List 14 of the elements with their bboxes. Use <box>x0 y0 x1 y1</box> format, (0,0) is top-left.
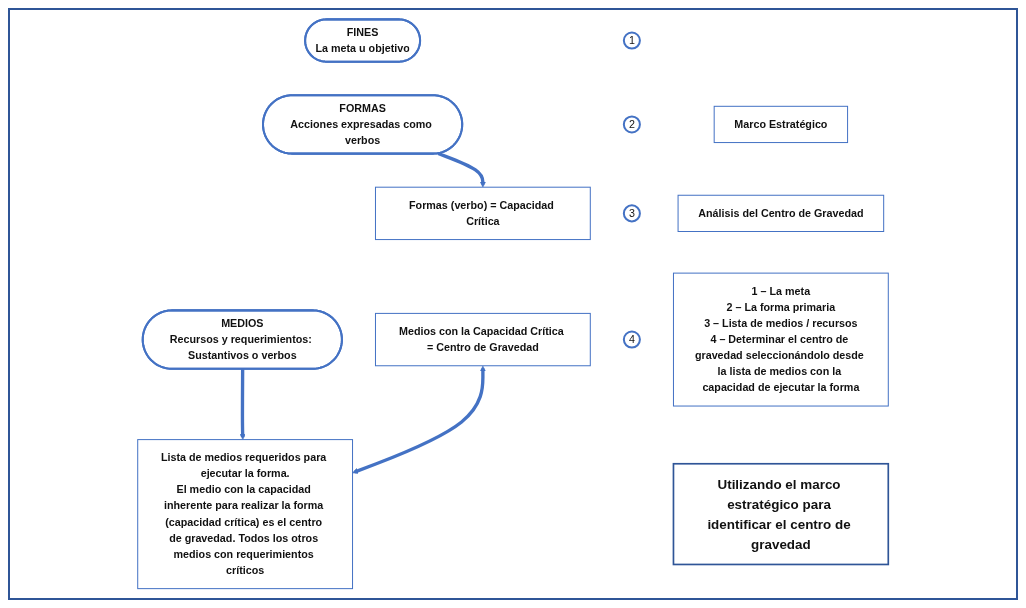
node-circle: 4 <box>622 330 641 349</box>
node-box: Utilizando el marco estratégico para identificar el centro de gravedad <box>672 462 890 566</box>
arrow <box>352 365 486 474</box>
arrow <box>437 151 486 188</box>
node-box: 1 – La meta 2 – La forma primaria 3 – Lista de medios / recursos 4 – Determinar el centro de gravedad seleccionándolo desde la lista de medios con la capacidad de ejecutar la forma <box>672 272 889 407</box>
node-box: Análisis del Centro de Gravedad <box>677 194 885 232</box>
node-box: Marco Estratégico <box>713 105 849 144</box>
node-box: Medios con la Capacidad Crítica = Centro de Gravedad <box>374 312 591 367</box>
arrow <box>239 369 246 440</box>
node-box: Lista de medios requeridos para ejecutar la forma. El medio con la capacidad inherente para realizar la forma (capacidad crítica) es el centro de gravedad. Todos los otros medios con requerimientos críticos <box>137 439 354 590</box>
node-box: Formas (verbo) = Capacidad Crítica <box>374 186 591 241</box>
node-circle: 3 <box>622 204 641 223</box>
node-circle: 1 <box>622 31 641 50</box>
node-circle: 2 <box>622 115 641 134</box>
